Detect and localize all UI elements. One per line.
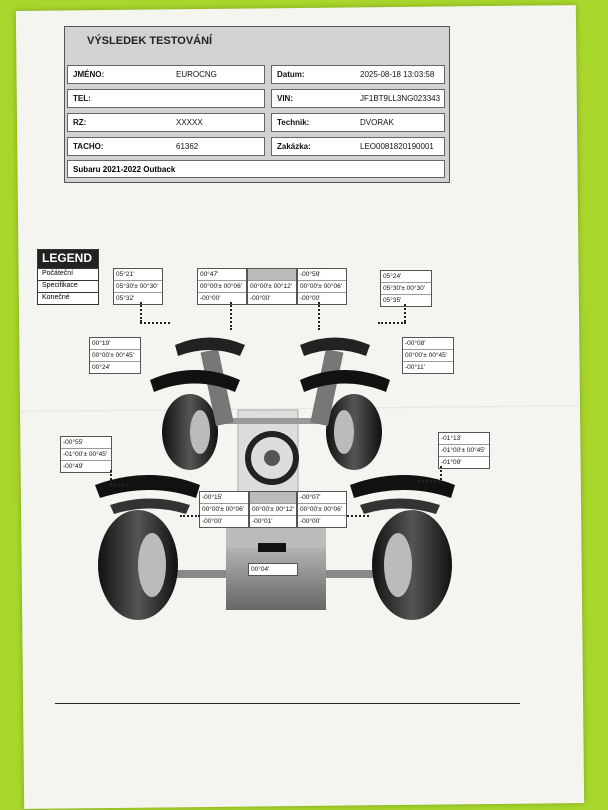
leader-line <box>378 322 406 324</box>
order-field: Zakázka:LEO0081820190001 <box>271 137 445 156</box>
rear-left-camber: -00°55' -01°00'± 00°45' -00°49' <box>60 436 112 473</box>
name-field: JMÉNO:EUROCNG <box>67 65 265 84</box>
leader-line <box>418 480 440 482</box>
rear-right-toe: -00°07' 00°00'± 00°06' -00°00' <box>297 491 347 528</box>
vin-field: VIN:JF1BT9LL3NG023343 <box>271 89 445 108</box>
leader-line <box>110 470 112 484</box>
paper-fold <box>20 405 581 413</box>
front-right-caster: -00°08' 00°00'± 00°45' -00°11' <box>402 337 454 374</box>
leader-line <box>230 302 232 330</box>
tacho-field: TACHO:61362 <box>67 137 265 156</box>
leader-line <box>110 484 128 486</box>
front-right-toe: -00°59' 00°00'± 00°06' -00°00' <box>297 268 347 305</box>
signature-line <box>55 703 520 704</box>
leader-line <box>140 322 170 324</box>
rz-field: RZ:XXXXX <box>67 113 265 132</box>
front-left-camber: 05°21' 05°30'± 00°30' 05°32' <box>113 268 163 305</box>
leader-line <box>140 302 142 322</box>
tel-field: TEL: <box>67 89 265 108</box>
leader-line <box>180 515 200 517</box>
rear-left-toe: -00°15' 00°00'± 00°06' -00°00' <box>199 491 249 528</box>
front-total-toe: 00°00'± 00°12' -00°00' <box>247 268 297 305</box>
leader-line <box>347 515 369 517</box>
report-title: VÝSLEDEK TESTOVÁNÍ <box>87 35 213 47</box>
front-right-camber: 05°24' 05°30'± 00°30' 05°35' <box>380 270 432 307</box>
leader-line <box>440 466 442 480</box>
legend-title: LEGEND <box>38 250 98 268</box>
result-header: VÝSLEDEK TESTOVÁNÍ JMÉNO:EUROCNG TEL: RZ… <box>64 26 450 183</box>
leader-line <box>404 304 406 322</box>
leader-line <box>318 302 320 330</box>
front-left-caster: 00°19' 00°00'± 00°45' 00°24' <box>89 337 141 374</box>
rear-total-toe: 00°00'± 00°12' -00°01' <box>249 491 297 528</box>
vehicle-model: Subaru 2021-2022 Outback <box>67 160 445 178</box>
legend-initial: Počáteční <box>38 268 98 280</box>
technician-field: Technik:DVORAK <box>271 113 445 132</box>
date-field: Datum:2025-08-18 13:03:58 <box>271 65 445 84</box>
legend-spec: Specifikace <box>38 280 98 292</box>
legend-final: Konečné <box>38 292 98 304</box>
front-left-toe: 00°47' 00°00'± 00°06' -00°00' <box>197 268 247 305</box>
rear-right-camber: -01°13' -01°00'± 00°45' -01°09' <box>438 432 490 469</box>
thrust-angle: 00°04' <box>248 563 298 576</box>
legend: LEGEND Počáteční Specifikace Konečné <box>37 249 99 305</box>
